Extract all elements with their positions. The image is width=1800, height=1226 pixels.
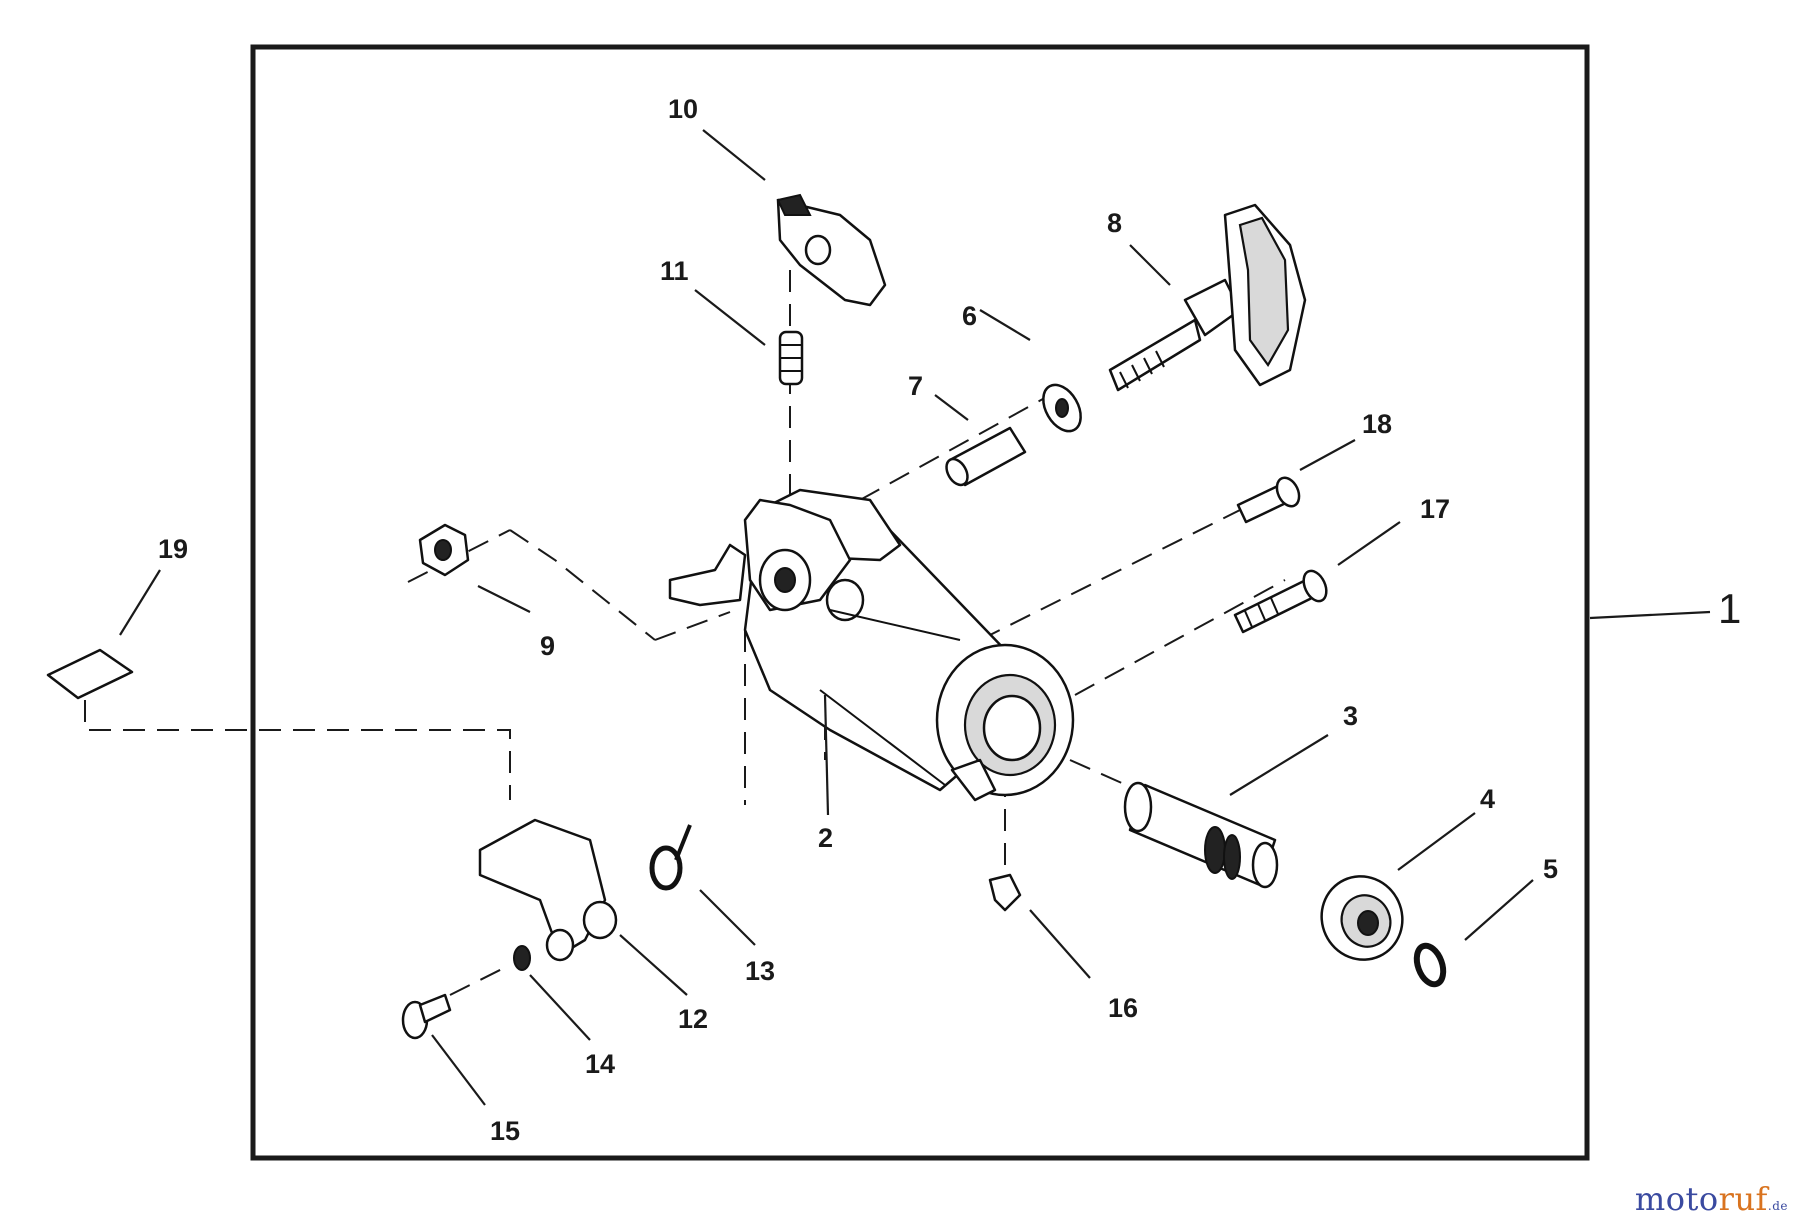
- watermark-logo: motoruf.de: [1635, 1180, 1788, 1218]
- part-8-handle-bolt: [1108, 203, 1307, 392]
- watermark-text-b: ruf: [1718, 1180, 1768, 1218]
- callout-16: 16: [1108, 993, 1138, 1023]
- watermark-text-a: moto: [1634, 1180, 1719, 1218]
- callout-12: 12: [678, 1004, 708, 1034]
- part-2-housing: [668, 488, 1075, 802]
- part-19-label: [46, 648, 134, 700]
- part-14-small-nut: [513, 945, 531, 971]
- callout-9: 9: [540, 631, 555, 661]
- callout-17: 17: [1420, 494, 1450, 524]
- watermark-text-c: .de: [1767, 1199, 1788, 1213]
- callout-15: 15: [490, 1116, 520, 1146]
- part-13-torsion-spring: [649, 824, 692, 891]
- part-15-screw: [401, 993, 452, 1040]
- part-6-washer: [1042, 383, 1082, 433]
- assembly-dashed-lines: [84, 270, 1286, 996]
- part-16-clip: [988, 873, 1022, 912]
- callout-8: 8: [1107, 208, 1122, 238]
- assembly-frame: [250, 44, 1590, 1161]
- callout-5: 5: [1543, 854, 1558, 884]
- callout-10: 10: [668, 94, 698, 124]
- callout-19: 19: [158, 534, 188, 564]
- callout-3: 3: [1343, 701, 1358, 731]
- callout-leader-lines: [119, 129, 1711, 1106]
- part-18-short-screw: [1236, 476, 1301, 524]
- callout-7: 7: [908, 371, 923, 401]
- part-3-shaft: [1123, 781, 1279, 889]
- callout-13: 13: [745, 956, 775, 986]
- part-7-pin: [945, 426, 1027, 487]
- part-5-snap-ring: [1413, 942, 1447, 988]
- part-4-bearing: [1320, 875, 1404, 961]
- part-11-spring: [778, 330, 804, 386]
- part-12-bracket: [478, 818, 618, 962]
- part-10-lever: [776, 193, 887, 307]
- callout-11: 11: [660, 256, 689, 286]
- callout-1: 1: [1718, 585, 1741, 632]
- callout-2: 2: [818, 823, 833, 853]
- part-17-long-screw: [1233, 569, 1328, 634]
- callout-6: 6: [962, 301, 977, 331]
- callout-4: 4: [1480, 784, 1495, 814]
- callout-14: 14: [585, 1049, 615, 1079]
- part-9-nut: [418, 523, 470, 577]
- callout-18: 18: [1362, 409, 1392, 439]
